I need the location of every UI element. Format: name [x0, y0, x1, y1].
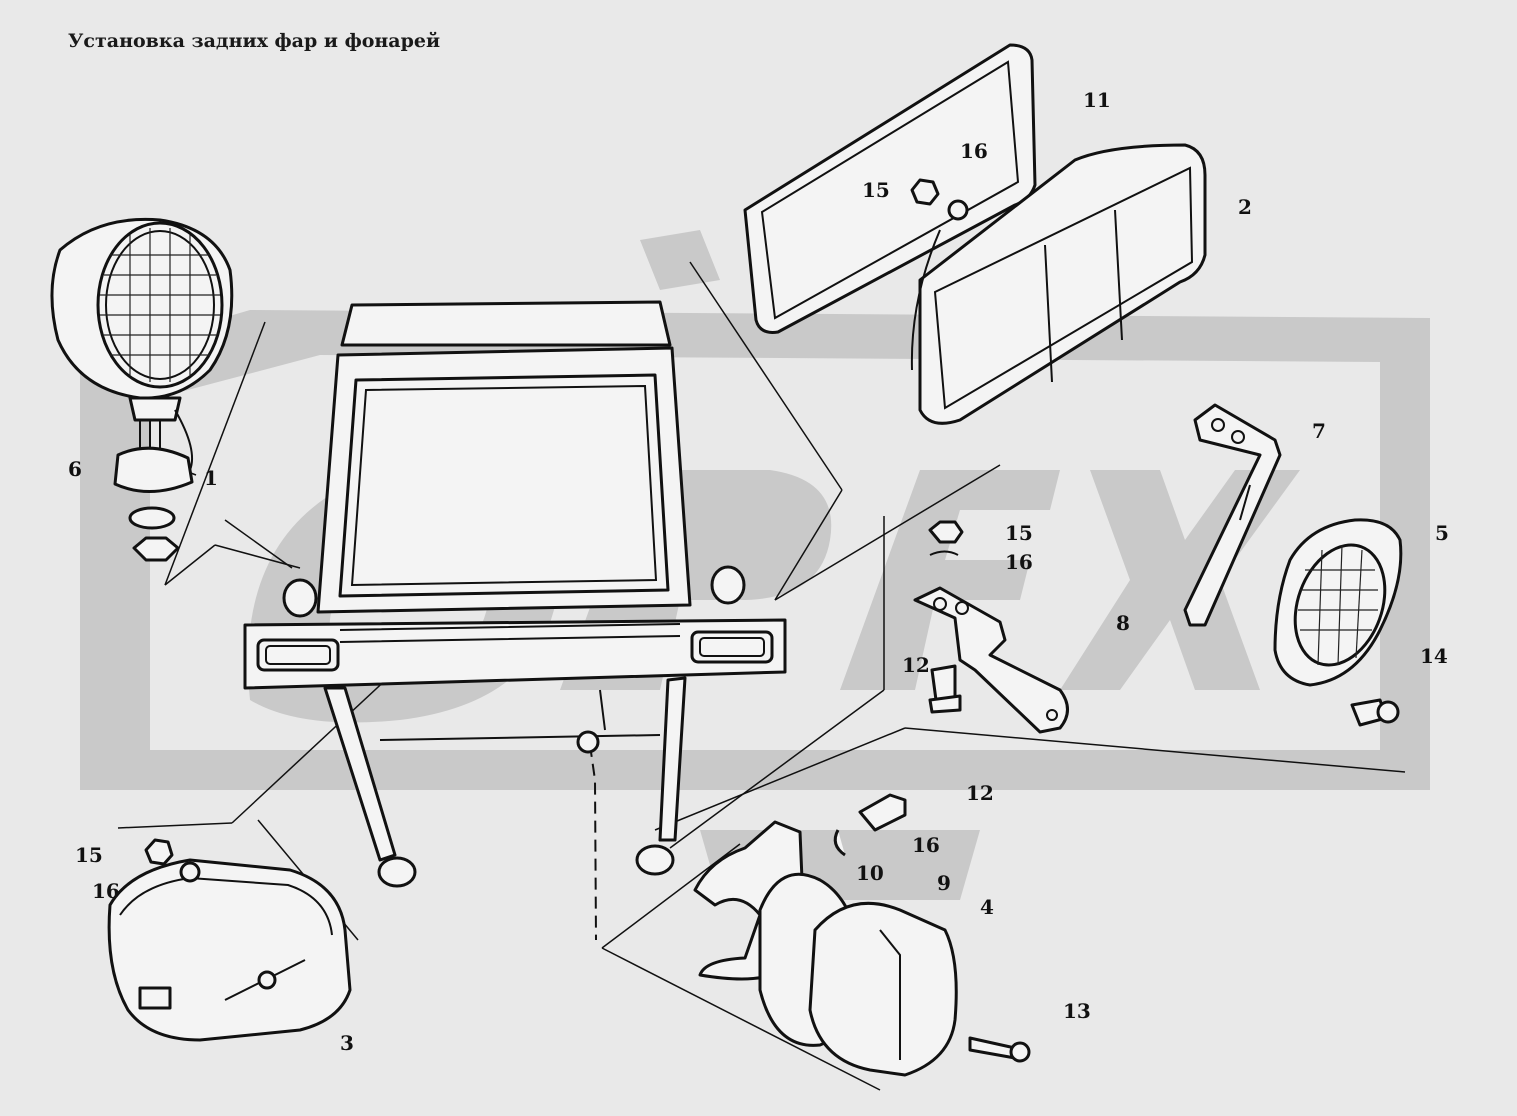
callout-8: 8 [1116, 611, 1130, 635]
callout-14: 14 [1420, 644, 1448, 668]
callout-16-bracket: 16 [1005, 550, 1033, 574]
dashed-wire-connection [589, 744, 597, 941]
nut-washer-top [910, 178, 969, 221]
callout-10: 10 [856, 861, 884, 885]
callout-labels: 1 2 3 4 5 6 7 8 9 10 11 12 12 13 14 15 1… [68, 88, 1449, 1055]
mounting-bracket-8 [913, 520, 1069, 734]
callout-16-left: 16 [92, 879, 120, 903]
callout-12-socket: 12 [966, 781, 994, 805]
callout-16-socket: 16 [912, 833, 940, 857]
callout-15-left: 15 [75, 843, 103, 867]
callout-11: 11 [1083, 88, 1111, 112]
cab-rear-frame [243, 300, 787, 888]
callout-5: 5 [1435, 521, 1449, 545]
callout-1: 1 [204, 466, 218, 490]
callout-13: 13 [1063, 999, 1091, 1023]
trailer-socket-assembly [693, 793, 1031, 1077]
rear-combination-lamp [910, 143, 1207, 425]
callout-7: 7 [1312, 419, 1326, 443]
callout-6: 6 [68, 457, 82, 481]
callout-12-lower: 12 [902, 653, 930, 677]
reverse-lamp-5 [1273, 518, 1403, 687]
callout-9: 9 [937, 871, 951, 895]
callout-15-bracket: 15 [1005, 521, 1033, 545]
diagram-title: Установка задних фар и фонарей [68, 30, 441, 52]
callout-2: 2 [1238, 195, 1252, 219]
callout-4: 4 [980, 895, 994, 919]
mounting-bracket-7 [1183, 403, 1282, 627]
work-light-headlamp [50, 217, 234, 562]
marker-lamp-3 [107, 838, 352, 1042]
screw-14 [1350, 698, 1400, 727]
callout-15-top: 15 [862, 178, 890, 202]
callout-3: 3 [340, 1031, 354, 1055]
callout-16-top: 16 [960, 139, 988, 163]
